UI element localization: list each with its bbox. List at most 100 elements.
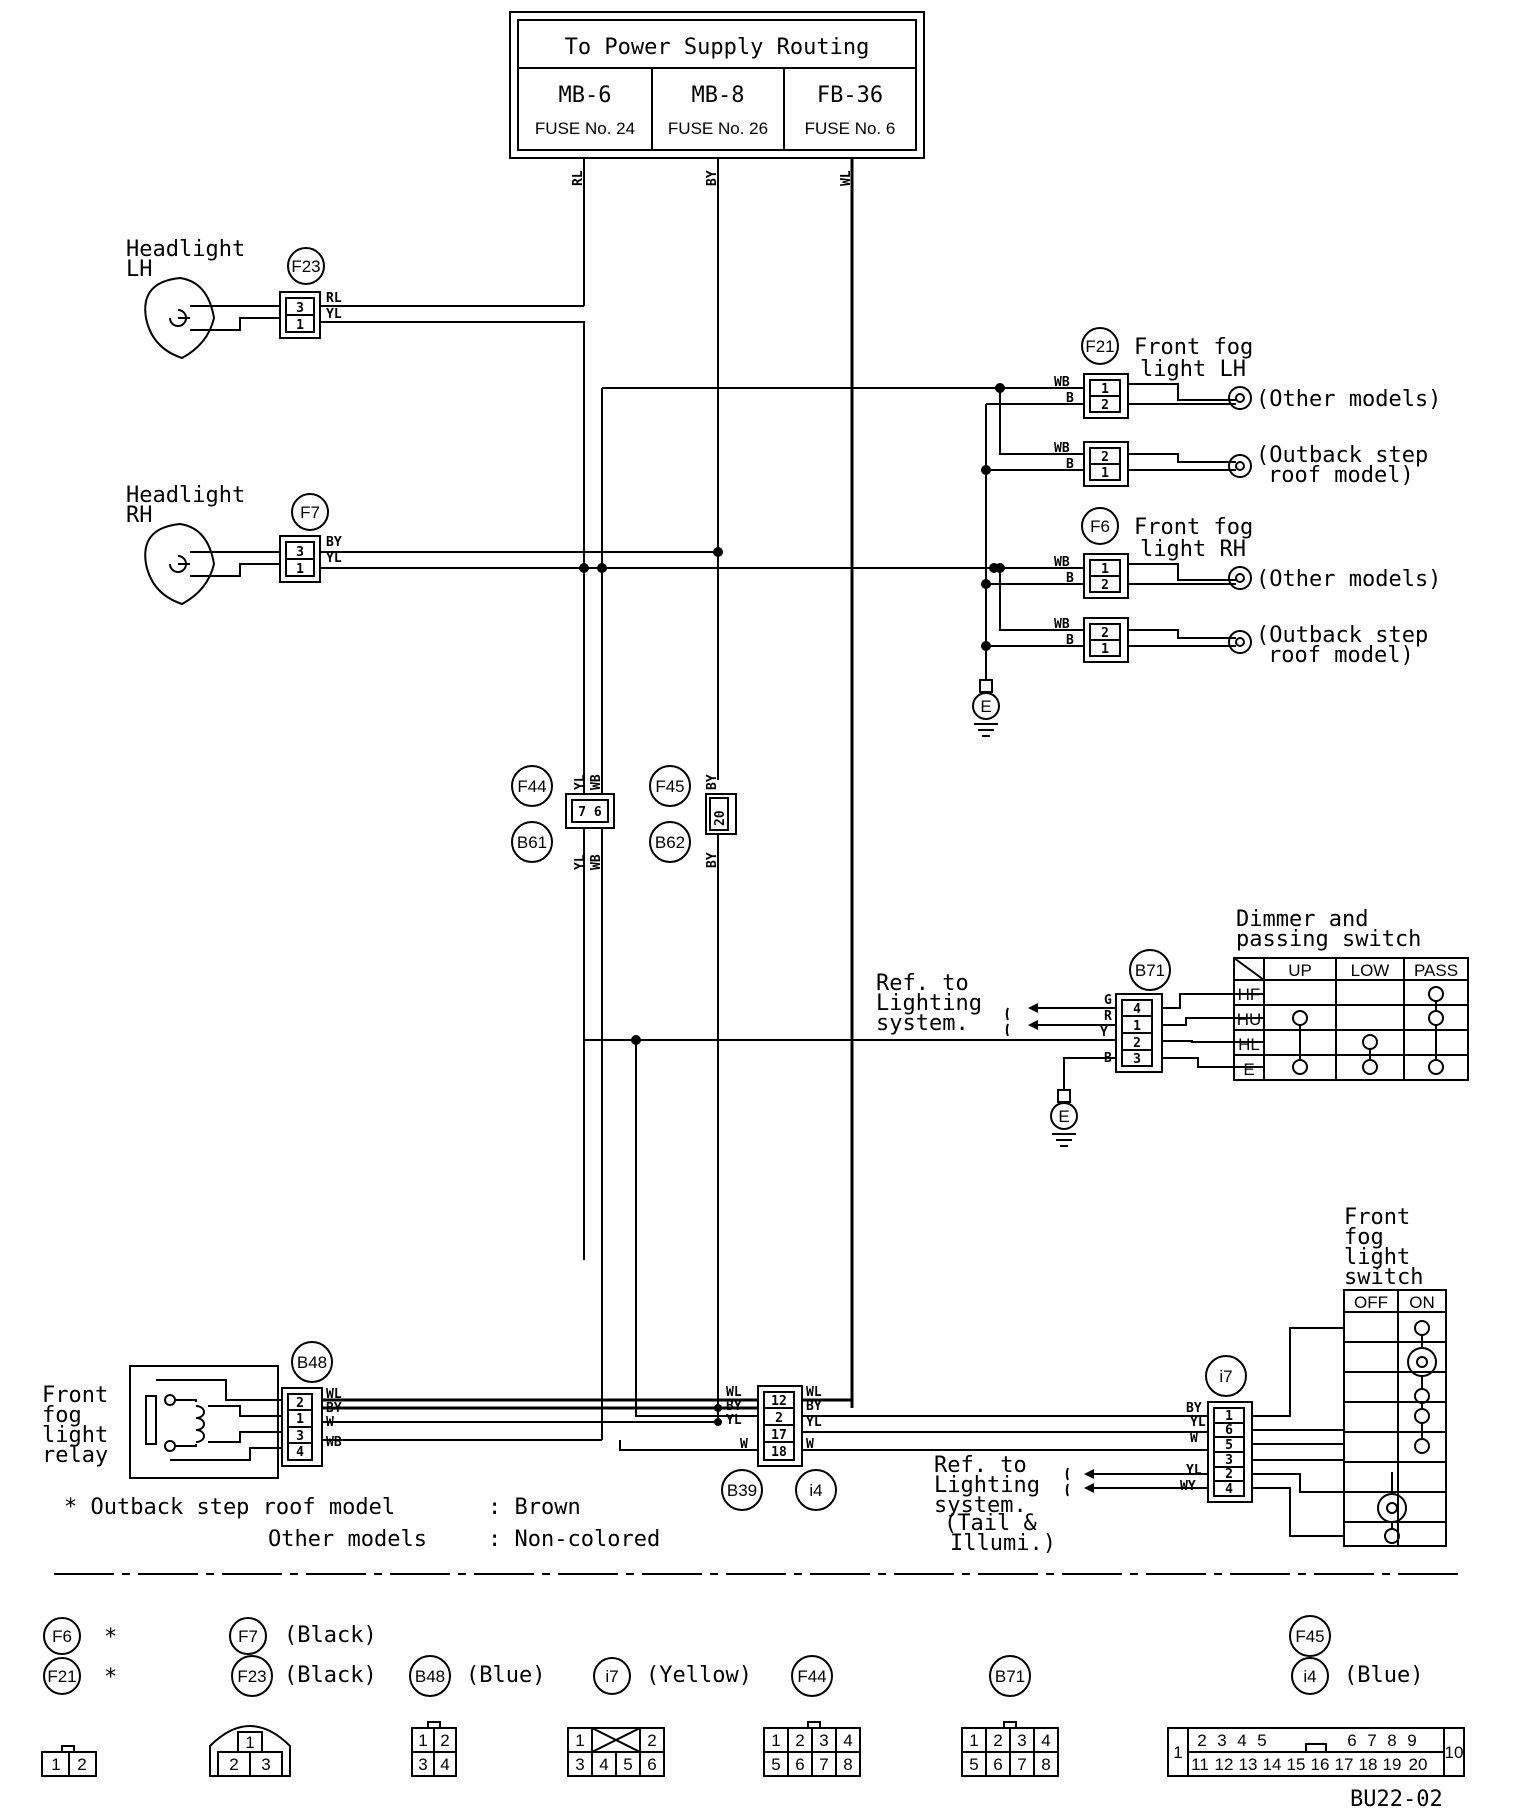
conn-f23: F23	[291, 257, 320, 276]
diagram-label: i7	[605, 1667, 618, 1686]
diagram-label: G	[1104, 993, 1112, 1008]
diagram-label: HU	[1237, 1010, 1262, 1029]
diagram-label: 9	[1407, 1731, 1416, 1750]
diagram-label: YL	[806, 1415, 822, 1430]
diagram-label: 7	[1367, 1731, 1376, 1750]
fog-light-rh: F6 Front fog light RH 1 2 WB B (Other mo…	[1054, 507, 1441, 668]
diagram-label: system.	[876, 1011, 969, 1036]
diagram-label: 1	[418, 1731, 427, 1750]
fuse-no-6: FUSE No. 6	[805, 119, 896, 138]
diagram-label: Lighting	[876, 991, 982, 1016]
diagram-label: Front	[42, 1383, 108, 1408]
legend-shape-20pin: 1 10 2 3 4 5 6 7 8 9 11 12 13 14 15 16 1…	[1167, 1727, 1465, 1777]
diagram-label: 13	[1239, 1755, 1258, 1774]
diagram-label: roof model)	[1268, 643, 1414, 668]
diagram-label: (Black)	[284, 1623, 377, 1648]
diagram-label: (Yellow)	[646, 1663, 752, 1688]
diagram-label: 2	[1101, 398, 1109, 413]
diagram-label: 6	[993, 1755, 1002, 1774]
diagram-label: 17	[1335, 1755, 1354, 1774]
diagram-label: R	[1104, 1009, 1112, 1024]
diagram-label: WB	[589, 854, 604, 870]
diagram-label: 2	[1101, 450, 1109, 465]
diagram-label: OFF	[1354, 1293, 1388, 1312]
diagram-label: Lighting	[934, 1473, 1040, 1498]
diagram-label: W	[1190, 1431, 1198, 1446]
diagram-label: F7	[238, 1627, 258, 1646]
fuse-box-mb8: MB-8	[692, 83, 745, 108]
diagram-label: 1	[1133, 1019, 1141, 1034]
diagram-label: BY	[705, 852, 720, 868]
diagram-label: fog	[1344, 1225, 1384, 1250]
diagram-label: 6	[647, 1755, 656, 1774]
conn-b61: B61	[517, 833, 547, 852]
conn-i4: i4	[809, 1481, 822, 1500]
diagram-label: 1	[1101, 642, 1109, 657]
diagram-label: 2	[1197, 1731, 1206, 1750]
diagram-label: 5	[969, 1755, 978, 1774]
connector-f44-b61: F44 B61 7 6 YL WB YL WB	[511, 765, 615, 870]
diagram-label: 3	[575, 1755, 584, 1774]
diagram-label: 4	[1237, 1731, 1246, 1750]
diagram-label: 6	[1225, 1423, 1233, 1438]
diagram-label: (Other models)	[1256, 387, 1441, 412]
diagram-label: 3	[296, 545, 304, 560]
diagram-label: F21	[47, 1667, 76, 1686]
diagram-label: 1	[575, 1731, 584, 1750]
diagram-label: i4	[1303, 1667, 1316, 1686]
diagram-label: 2	[1101, 626, 1109, 641]
diagram-label: 2	[1225, 1467, 1233, 1482]
diagram-label: 7	[1017, 1755, 1026, 1774]
diagram-label: 6	[1347, 1731, 1356, 1750]
diagram-label: W	[806, 1437, 814, 1452]
diagram-label: 2	[229, 1755, 238, 1774]
ground-dimmer: E	[1050, 1089, 1078, 1147]
diagram-label: 2	[993, 1731, 1002, 1750]
diagram-label: 2	[795, 1731, 804, 1750]
diagram-label: 18	[771, 1445, 787, 1460]
diagram-label: 2	[1133, 1036, 1141, 1051]
diagram-label: (Black)	[284, 1663, 377, 1688]
diagram-label: 8	[1387, 1731, 1396, 1750]
fuse-box-mb6: MB-6	[559, 83, 612, 108]
diagram-label: YL	[326, 307, 342, 322]
diagram-label: LOW	[1351, 961, 1390, 980]
diagram-label: (Blue)	[1344, 1663, 1423, 1688]
diagram-label: BY	[806, 1399, 822, 1414]
fuse-no-24: FUSE No. 24	[535, 119, 635, 138]
fog-light-relay: Front fog light relay B48 2 1 3 4 WL BY …	[42, 1341, 342, 1479]
diagram-label: BY	[326, 535, 342, 550]
diagram-label: 4	[843, 1731, 852, 1750]
diagram-label: F6	[52, 1627, 72, 1646]
conn-f21: F21	[1085, 337, 1114, 356]
diagram-label: 1	[296, 562, 304, 577]
connector-b39-i4: 12 2 17 18 WL BY YL W WL BY YL W B39 i4	[721, 1385, 837, 1511]
diagram-label: 14	[1263, 1755, 1282, 1774]
diagram-label: W	[740, 1437, 748, 1452]
diagram-label: 3	[296, 1429, 304, 1444]
diagram-label: 20	[713, 810, 728, 826]
diagram-label: : Non-colored	[488, 1527, 660, 1552]
connector-f45-b62: F45 B62 20 BY BY	[649, 765, 737, 868]
diagram-label: 17	[771, 1428, 787, 1443]
diagram-label: BY	[705, 774, 720, 790]
diagram-label: 11	[1191, 1755, 1209, 1774]
diagram-label: Ref. to	[934, 1453, 1027, 1478]
diagram-label: 1	[1225, 1409, 1233, 1424]
connector-legend: F6 * F21 * F7 (Black) F23 (Black) B48 (B…	[41, 1615, 1465, 1777]
diagram-label: fog	[42, 1403, 82, 1428]
diagram-label: YL	[1190, 1415, 1206, 1430]
diagram-label: BY	[726, 1399, 742, 1414]
diagram-label: : Brown	[488, 1495, 581, 1520]
diagram-label: WB	[1054, 375, 1070, 390]
diagram-code: BU22-02	[1350, 1787, 1443, 1812]
conn-f44: F44	[517, 777, 546, 796]
headlight-rh: Headlight RH F7 3 1 BY YL	[126, 483, 342, 606]
diagram-label: 8	[843, 1755, 852, 1774]
diagram-label: light RH	[1140, 537, 1246, 562]
diagram-label: Other models	[268, 1527, 427, 1552]
fog-light-switch: Front fog light switch OFF ON i7	[934, 1205, 1447, 1556]
diagram-label: light	[42, 1423, 108, 1448]
diagram-label: 5	[1257, 1731, 1266, 1750]
